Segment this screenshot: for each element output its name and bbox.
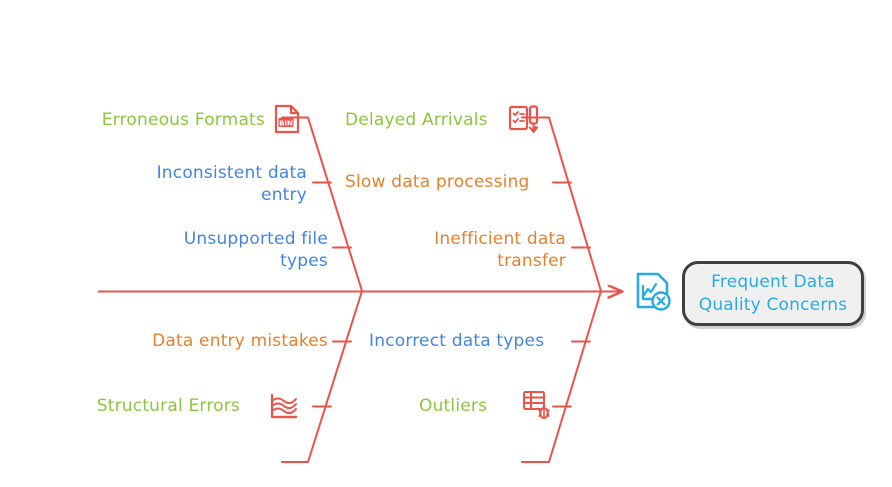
cause-label-incorrect-data-types: Incorrect data types	[369, 331, 545, 351]
cause-label-slow-data-processing: Slow data processing	[345, 172, 530, 192]
cause-label-inconsistent-data-entry: Inconsistent data entry	[156, 163, 307, 205]
bin-file-icon: BIN	[273, 104, 301, 138]
cause-label-inefficient-data-transfer: Inefficient data transfer	[434, 229, 566, 271]
branch-upper-left	[281, 116, 363, 292]
effect-label: Frequent Data Quality Concerns	[698, 272, 848, 315]
svg-text:BIN: BIN	[279, 119, 293, 127]
cause-label-erroneous-formats: Erroneous Formats	[101, 110, 265, 130]
cause-label-data-entry-mistakes: Data entry mistakes	[152, 331, 328, 351]
branch-lower-left	[281, 290, 363, 463]
checklist-pen-icon	[508, 104, 542, 138]
cause-label-unsupported-file-types: Unsupported file types	[183, 229, 328, 271]
cause-label-delayed-arrivals: Delayed Arrivals	[345, 110, 488, 130]
cause-label-outliers: Outliers	[419, 396, 488, 416]
table-bug-icon	[522, 390, 554, 424]
document-chart-error-icon	[634, 271, 674, 317]
area-wave-chart-icon	[268, 392, 300, 424]
effect-box[interactable]: Frequent Data Quality Concerns	[682, 261, 864, 326]
branch-lower-right	[521, 290, 602, 463]
cause-label-structural-errors: Structural Errors	[96, 396, 240, 416]
